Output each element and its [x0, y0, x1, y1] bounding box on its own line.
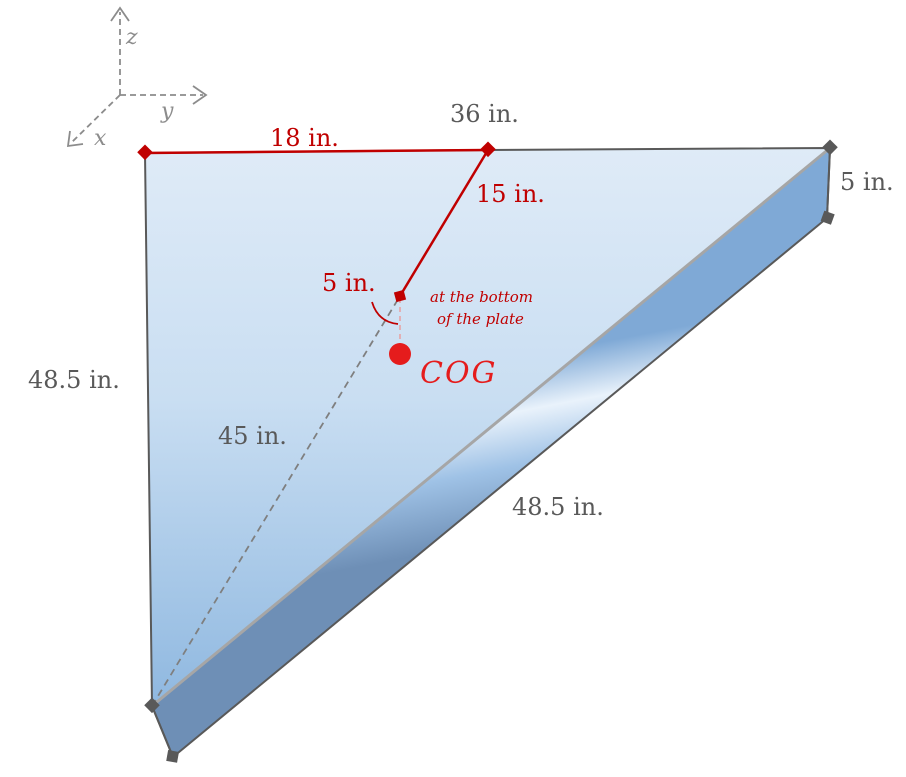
- corner-marker-bottom-right: [820, 210, 835, 225]
- dashed-diagonal-line: [151, 295, 401, 707]
- z-arrowhead-icon: [110, 6, 130, 22]
- dashed-diagonal-label: 45 in.: [218, 422, 287, 450]
- corner-marker-top-left: [137, 144, 153, 161]
- thickness-edge-right: [826, 147, 831, 219]
- thickness-label: 5 in.: [840, 168, 894, 196]
- cog-label: COG: [420, 356, 498, 391]
- red-slant-dimension-line: [398, 149, 490, 297]
- plate-front-edge: [151, 146, 831, 708]
- point-marker-slant-end: [393, 289, 407, 303]
- y-axis-label: y: [160, 99, 174, 124]
- y-arrowhead-icon: [192, 85, 208, 105]
- note-line-1: at the bottom: [430, 288, 533, 306]
- red-top-dimension-line: [144, 148, 489, 155]
- angle-arc: [371, 301, 399, 325]
- x-arrowhead-icon: [66, 130, 84, 148]
- z-axis-label: z: [125, 25, 138, 50]
- corner-marker-bottom-left-low: [166, 750, 179, 763]
- cog-point: [389, 343, 411, 365]
- x-axis-line: [70, 94, 121, 144]
- top-edge-partial-label: 18 in.: [270, 124, 339, 152]
- corner-marker-top-mid: [480, 141, 496, 158]
- axis-arrowheads: [66, 6, 208, 148]
- note-line-2: of the plate: [437, 310, 524, 328]
- cog-offset-label: 5 in.: [322, 269, 376, 297]
- left-edge-label: 48.5 in.: [28, 366, 120, 394]
- diagonal-edge-label: 48.5 in.: [512, 493, 604, 521]
- axis-triad: [70, 12, 203, 144]
- thickness-edge-left: [151, 705, 174, 758]
- red-slant-label: 15 in.: [476, 180, 545, 208]
- corner-marker-top-right: [822, 139, 838, 156]
- top-edge-total-label: 36 in.: [450, 100, 519, 128]
- x-axis-label: x: [94, 126, 107, 151]
